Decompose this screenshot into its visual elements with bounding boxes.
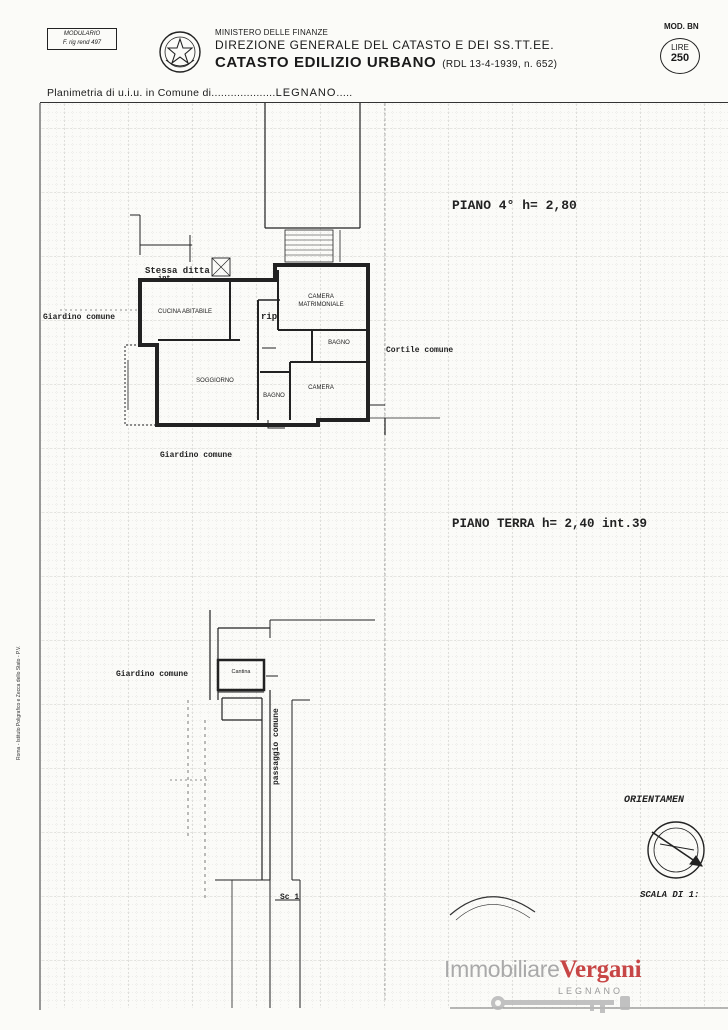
direction-title: DIREZIONE GENERALE DEL CATASTO E DEI SS.… (215, 38, 555, 52)
ministry-title: MINISTERO DELLE FINANZE (215, 28, 329, 37)
comune-name: LEGNANO (275, 87, 337, 99)
giardino-comune-bottom: Giardino comune (160, 451, 233, 460)
ground-floor-title: PIANO TERRA h= 2,40 int.39 (452, 517, 648, 531)
room-bagno-2: BAGNO (263, 393, 285, 399)
brand-grey: Immobiliare (444, 956, 560, 982)
form-code-line2: F. rig rend 497 (62, 40, 102, 46)
mod-code: MOD. BN (664, 22, 699, 31)
law-reference: (RDL 13-4-1939, n. 652) (442, 59, 558, 70)
room-camera-matrimoniale-1: CAMERA (308, 294, 334, 300)
brand-red: Vergani (559, 956, 642, 983)
ground-floor-plan (170, 610, 375, 1008)
room-camera-matrimoniale-2: MATRIMONIALE (298, 302, 344, 308)
form-code-box: MODULARIO F. rig rend 497 (47, 28, 117, 50)
giardino-comune-left: Giardino comune (43, 313, 116, 322)
cortile-comune: Cortile comune (386, 346, 454, 355)
room-cucina: CUCINA ABITABILE (158, 309, 212, 315)
printer-side-text: Roma - Istituto Poligrafico e Zecca dell… (16, 645, 22, 760)
int-label: int (158, 275, 171, 283)
form-code-line1: MODULARIO (63, 31, 101, 37)
brand-city: LEGNANO (558, 986, 624, 996)
passaggio-comune: passaggio comune (272, 708, 281, 785)
rip-label: rip (261, 312, 278, 322)
compass-icon (647, 821, 705, 879)
lire-value: 250 (670, 52, 690, 64)
brand-logo: ImmobiliareVergani (444, 956, 642, 984)
room-bagno-1: BAGNO (328, 340, 350, 346)
stamp-arc (449, 896, 536, 921)
floor4-plan (60, 103, 440, 435)
orientamento-label: ORIENTAMEN (624, 795, 685, 806)
lire-label: LIRE (671, 43, 689, 52)
planimetria-prefix: Planimetria di u.i.u. in Comune di......… (47, 87, 276, 99)
room-camera: CAMERA (308, 385, 334, 391)
comune-suffix: ..... (336, 87, 353, 99)
floor4-title: PIANO 4° h= 2,80 (452, 198, 577, 213)
room-soggiorno: SOGGIORNO (196, 378, 234, 384)
header-rule (40, 102, 728, 103)
planimetria-line: Planimetria di u.i.u. in Comune di......… (47, 87, 353, 99)
emblem-icon (159, 31, 201, 73)
keys-icon (491, 996, 630, 1013)
scala-label: SCALA DI 1: (640, 890, 700, 900)
catasto-name: CATASTO EDILIZIO URBANO (215, 54, 437, 71)
catasto-title: CATASTO EDILIZIO URBANO (RDL 13-4-1939, n… (215, 54, 557, 71)
scala-1-label: Sc 1 (280, 893, 300, 902)
room-cantina: Cantina (231, 669, 251, 675)
giardino-comune-ground: Giardino comune (116, 670, 189, 679)
lire-stamp: LIRE 250 (660, 38, 700, 74)
stessa-ditta-label: Stessa ditta (145, 266, 210, 276)
